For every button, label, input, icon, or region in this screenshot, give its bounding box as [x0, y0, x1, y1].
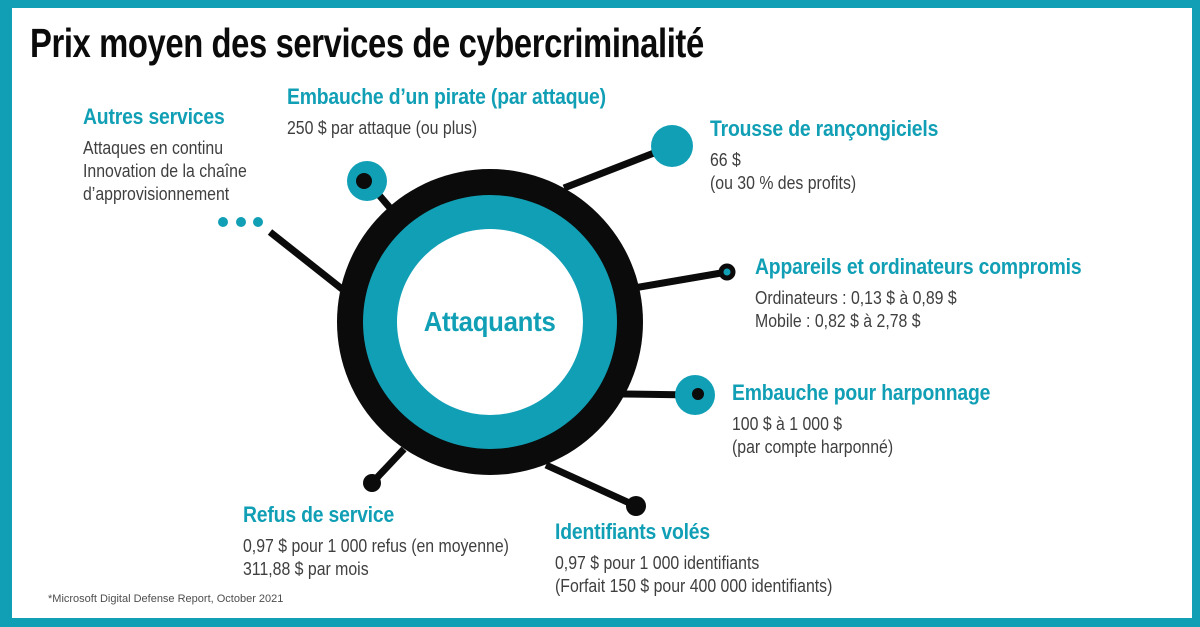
item-line: Attaques en continu — [83, 138, 224, 158]
item-line: Innovation de la chaîne — [83, 161, 247, 181]
item-refus-service: Refus de service 0,97 $ pour 1 000 refus… — [243, 502, 509, 581]
node-appareils-compromis — [718, 263, 736, 281]
item-line: 0,97 $ pour 1 000 refus (en moyenne) — [243, 536, 509, 556]
ellipsis-dot-icon — [218, 217, 228, 227]
hub-label: Attaquants — [424, 306, 556, 337]
item-line: 250 $ par attaque (ou plus) — [287, 118, 478, 138]
item-title: Embauche d’un pirate (par attaque) — [287, 84, 606, 109]
item-line: (Forfait 150 $ pour 400 000 identifiants… — [555, 576, 833, 596]
item-title: Trousse de rançongiciels — [710, 116, 939, 141]
item-appareils-compromis: Appareils et ordinateurs compromis Ordin… — [755, 254, 1082, 333]
item-line: Ordinateurs : 0,13 $ à 0,89 $ — [755, 288, 957, 308]
item-line: d’approvisionnement — [83, 184, 230, 204]
item-line: 100 $ à 1 000 $ — [732, 414, 843, 434]
item-title: Autres services — [83, 104, 225, 129]
item-title: Embauche pour harponnage — [732, 380, 991, 405]
spoke-line-identifiants-voles — [544, 461, 638, 510]
item-identifiants-voles: Identifiants volés 0,97 $ pour 1 000 ide… — [555, 519, 832, 598]
node-refus-service — [363, 474, 381, 492]
item-embauche-harponnage: Embauche pour harponnage 100 $ à 1 000 $… — [732, 380, 990, 459]
source-footnote: *Microsoft Digital Defense Report, Octob… — [48, 593, 284, 605]
item-line: (par compte harponné) — [732, 437, 894, 457]
item-line: 66 $ — [710, 150, 741, 170]
page-title: Prix moyen des services de cybercriminal… — [30, 20, 704, 66]
item-title: Appareils et ordinateurs compromis — [755, 254, 1082, 279]
node-trousse-rancongiciels — [651, 125, 693, 167]
item-embauche-pirate: Embauche d’un pirate (par attaque) 250 $… — [287, 84, 606, 140]
node-embauche-pirate — [347, 161, 387, 201]
item-line: Mobile : 0,82 $ à 2,78 $ — [755, 311, 921, 331]
hub-inner-circle: Attaquants — [397, 229, 583, 415]
item-trousse-rancongiciels: Trousse de rançongiciels 66 $ (ou 30 % d… — [710, 116, 938, 195]
item-line: 0,97 $ pour 1 000 identifiants — [555, 553, 760, 573]
item-autres-services: Autres services Attaques en continu Inno… — [83, 104, 247, 206]
hub-teal-ring: Attaquants — [363, 195, 617, 449]
node-identifiants-voles — [626, 496, 646, 516]
node-embauche-harponnage — [675, 375, 715, 415]
ellipsis-dot-icon — [253, 217, 263, 227]
item-title: Identifiants volés — [555, 519, 710, 544]
spoke-line-appareils-compromis — [633, 268, 728, 292]
spoke-line-autres-services — [267, 229, 345, 292]
attackers-hub: Attaquants — [337, 169, 643, 475]
item-title: Refus de service — [243, 502, 395, 527]
item-line: (ou 30 % des profits) — [710, 173, 857, 193]
item-line: 311,88 $ par mois — [243, 559, 369, 579]
ellipsis-dot-icon — [236, 217, 246, 227]
